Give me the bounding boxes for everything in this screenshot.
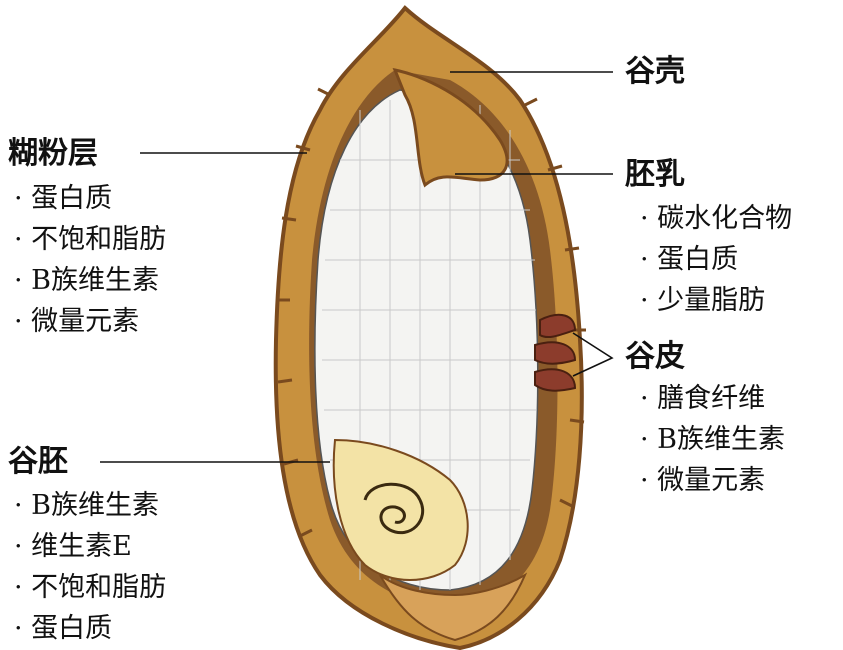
aleurone-item: 不饱和脂肪 (14, 219, 166, 260)
aleurone-label: 糊粉层 (8, 136, 98, 171)
bran-flakes (534, 313, 577, 392)
aleurone-item: 微量元素 (14, 301, 166, 342)
grain-base (379, 572, 528, 642)
bran-item: B族维生素 (640, 419, 785, 460)
endosperm-item: 碳水化合物 (640, 198, 792, 239)
husk-flap (392, 67, 509, 188)
bran-item: 微量元素 (640, 460, 785, 501)
leader-lines (100, 71, 614, 463)
aleurone-item: B族维生素 (14, 260, 166, 301)
bran-item: 膳食纤维 (640, 378, 785, 419)
bran-list: 膳食纤维 B族维生素 微量元素 (640, 378, 785, 501)
germ-item: 维生素E (14, 526, 166, 567)
husk-label: 谷壳 (625, 54, 685, 89)
endosperm-item: 蛋白质 (640, 239, 792, 280)
germ-swirl (363, 482, 425, 535)
aleurone-list: 蛋白质 不饱和脂肪 B族维生素 微量元素 (14, 178, 166, 342)
bran-label: 谷皮 (625, 339, 685, 374)
germ-list: B族维生素 维生素E 不饱和脂肪 蛋白质 (14, 485, 166, 649)
germ-item: 不饱和脂肪 (14, 567, 166, 608)
endosperm-list: 碳水化合物 蛋白质 少量脂肪 (640, 198, 792, 321)
endosperm-label: 胚乳 (625, 157, 685, 192)
germ-label: 谷胚 (8, 444, 68, 479)
endosperm-item: 少量脂肪 (640, 280, 792, 321)
germ-item: B族维生素 (14, 485, 166, 526)
germ-item: 蛋白质 (14, 608, 166, 649)
aleurone-item: 蛋白质 (14, 178, 166, 219)
